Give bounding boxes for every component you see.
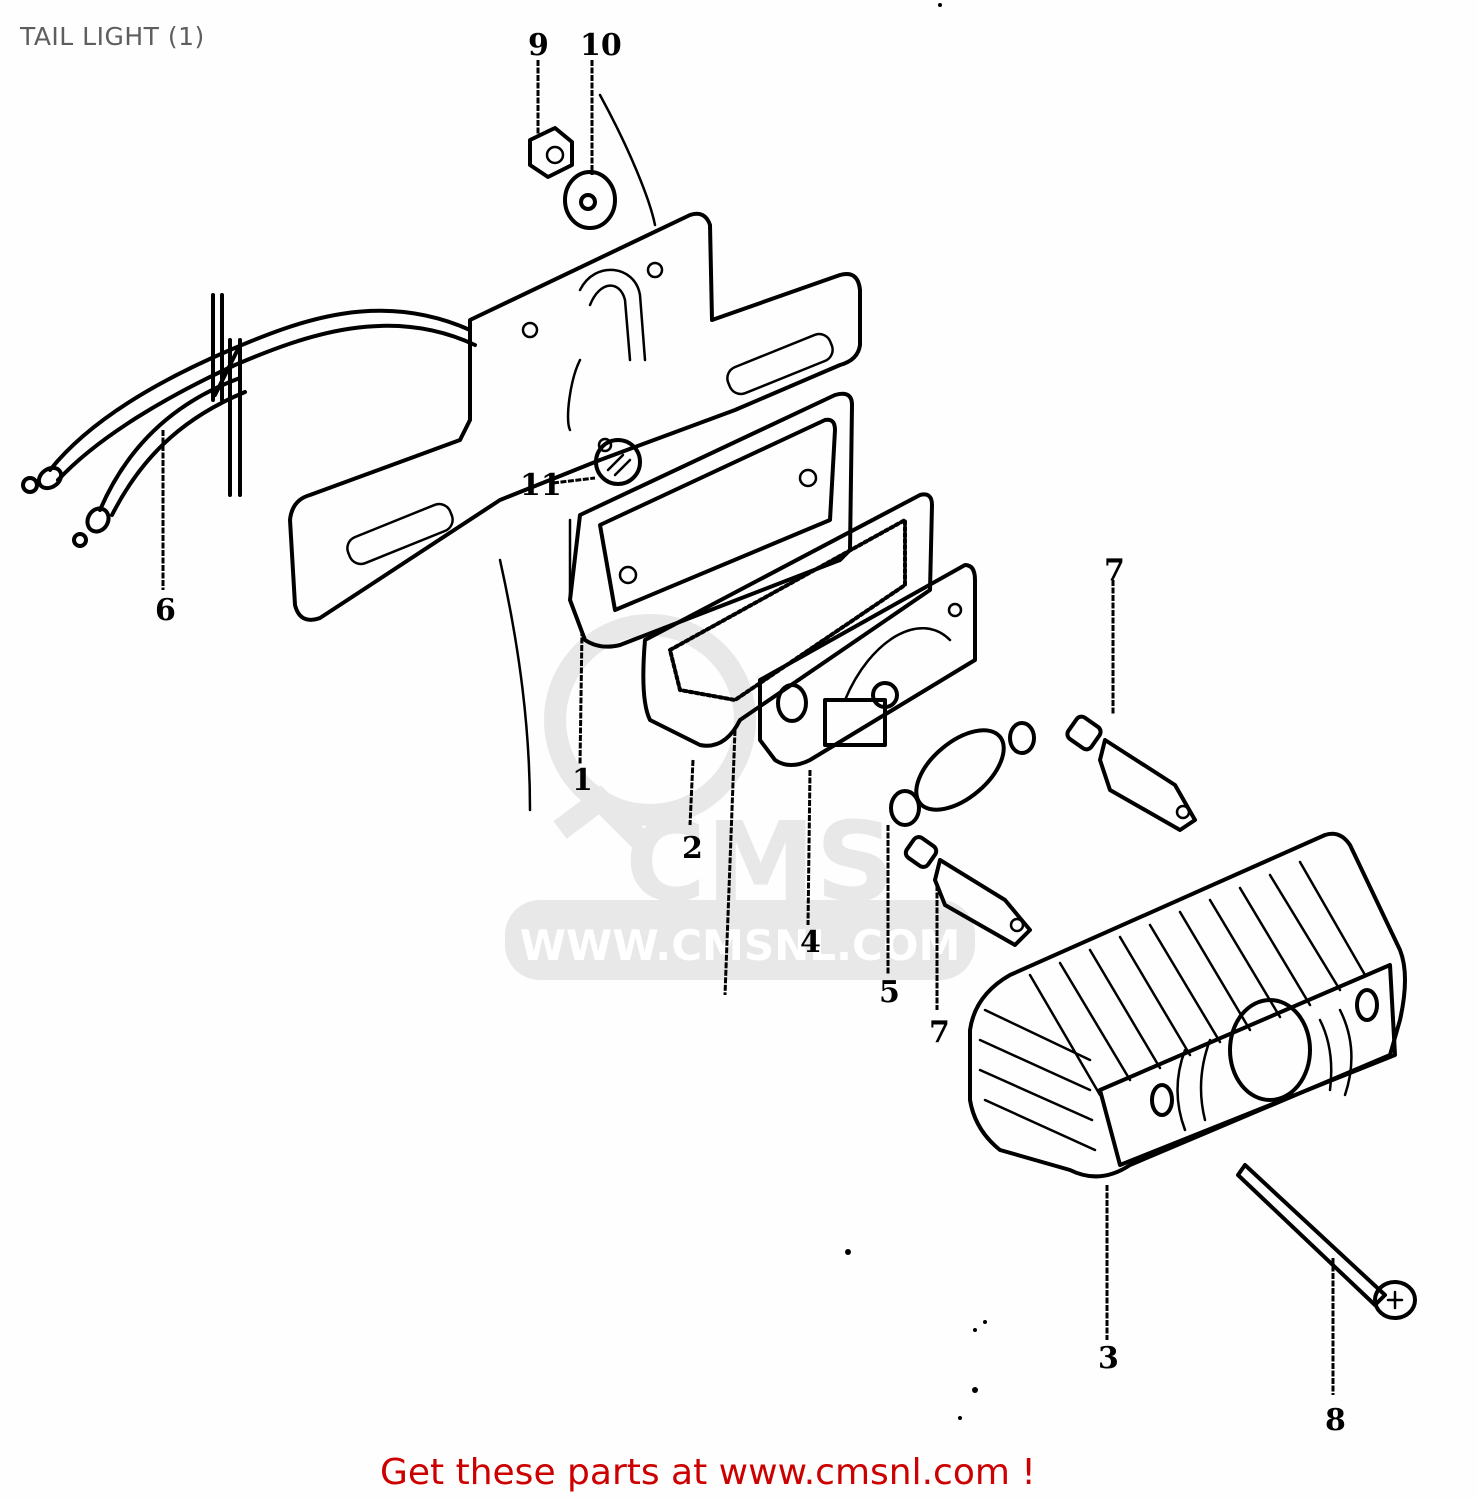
label-5: 5 <box>879 975 900 1010</box>
watermark-url: WWW.CMSNL.COM <box>520 921 961 970</box>
label-3: 3 <box>1098 1341 1119 1376</box>
part-1-base[interactable] <box>568 391 854 649</box>
cmsnl-watermark: WWW.CMSNL.COM CMS <box>505 614 975 980</box>
part-7-stud-upper[interactable] <box>1065 714 1197 832</box>
label-8: 8 <box>1325 1403 1346 1438</box>
label-4: 4 <box>800 925 821 960</box>
mounting-bracket <box>288 211 862 812</box>
scan-specks <box>845 3 987 1420</box>
part-9-nut[interactable] <box>528 126 574 179</box>
label-6: 6 <box>155 593 176 628</box>
label-10: 10 <box>580 28 622 63</box>
diagram-title: TAIL LIGHT (1) <box>20 22 205 51</box>
cmsnl-shop-link[interactable]: Get these parts at www.cmsnl.com ! <box>380 1452 1036 1493</box>
part-2-gasket[interactable] <box>641 492 934 748</box>
part-5-bulb[interactable] <box>889 715 1036 827</box>
label-11: 11 <box>520 468 562 503</box>
label-9: 9 <box>528 28 549 63</box>
part-3-lens[interactable] <box>968 831 1407 1179</box>
label-2: 2 <box>682 831 703 866</box>
part-6-wire-harness[interactable] <box>21 293 477 548</box>
part-4-socket[interactable] <box>758 563 977 767</box>
leader-lines <box>161 60 1335 1395</box>
part-8-screw[interactable] <box>1236 1163 1417 1320</box>
part-11-grommet[interactable] <box>594 437 642 486</box>
part-7-stud-lower[interactable] <box>903 835 1032 947</box>
label-7-upper: 7 <box>1104 553 1125 588</box>
part-labels: 9 10 11 6 1 2 4 5 7 7 3 8 <box>155 28 1346 1438</box>
label-1: 1 <box>572 763 593 798</box>
label-7-lower: 7 <box>929 1015 950 1050</box>
part-10-washer[interactable] <box>563 170 617 230</box>
